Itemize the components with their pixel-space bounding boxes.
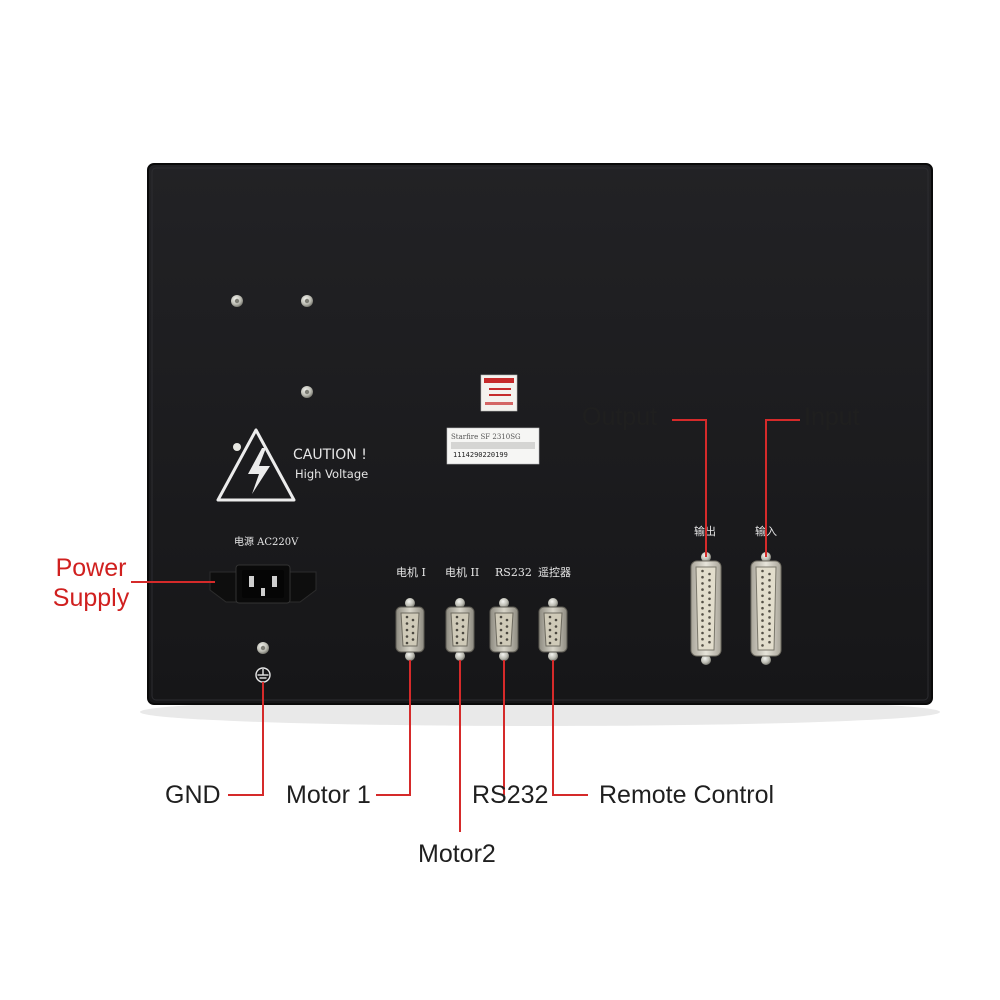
sticker-model: Starfire SF 2310SG bbox=[451, 433, 521, 441]
port-label-rs232: RS232 bbox=[495, 566, 532, 579]
db9-remote-connector bbox=[538, 598, 568, 661]
db25-output-connector bbox=[690, 552, 722, 665]
port-label-motor2: 电机 II bbox=[445, 565, 479, 579]
leader-line-input bbox=[765, 419, 800, 557]
caution-subtitle: High Voltage bbox=[295, 467, 368, 481]
db9-connectors bbox=[395, 598, 568, 661]
callout-motor2: Motor2 bbox=[418, 840, 496, 868]
caution-title: CAUTION ! bbox=[293, 447, 367, 463]
callout-rs232: RS232 bbox=[472, 781, 549, 809]
power-inlet-label: 电源 AC220V bbox=[234, 535, 299, 548]
indicator-dot bbox=[233, 443, 241, 451]
leader-line-gnd bbox=[228, 682, 264, 796]
ground-screw bbox=[257, 642, 269, 654]
callout-motor1: Motor 1 bbox=[286, 781, 371, 809]
sticker-serial: 1114290220199 bbox=[453, 451, 508, 459]
db25-input-connector bbox=[750, 552, 782, 665]
leader-line-remote bbox=[552, 660, 588, 796]
power-inlet-socket bbox=[209, 564, 317, 604]
leader-lines bbox=[131, 419, 800, 832]
device-back-panel bbox=[147, 163, 933, 705]
callout-power-supply: Power Supply bbox=[52, 554, 130, 612]
mounting-screw bbox=[231, 295, 243, 307]
mounting-screw bbox=[301, 386, 313, 398]
leader-line-motor1 bbox=[376, 660, 411, 796]
high-voltage-warning-icon bbox=[216, 428, 296, 502]
callout-remote-control: Remote Control bbox=[599, 781, 775, 809]
db9-motor1-connector bbox=[395, 598, 425, 661]
leader-line-output bbox=[672, 419, 707, 557]
db25-connectors bbox=[690, 552, 782, 665]
callout-output: Output bbox=[582, 403, 658, 431]
callout-input: Input bbox=[804, 403, 860, 431]
callout-gnd: GND bbox=[165, 781, 221, 809]
mounting-screw bbox=[301, 295, 313, 307]
certification-sticker bbox=[480, 374, 518, 412]
port-label-remote: 遥控器 bbox=[538, 565, 571, 579]
port-label-motor1: 电机 I bbox=[396, 565, 426, 579]
serial-sticker: Starfire SF 2310SG 1114290220199 bbox=[446, 427, 540, 465]
db9-motor2-connector bbox=[445, 598, 475, 661]
db9-rs232-connector bbox=[489, 598, 519, 661]
panel-bevel bbox=[151, 167, 929, 701]
